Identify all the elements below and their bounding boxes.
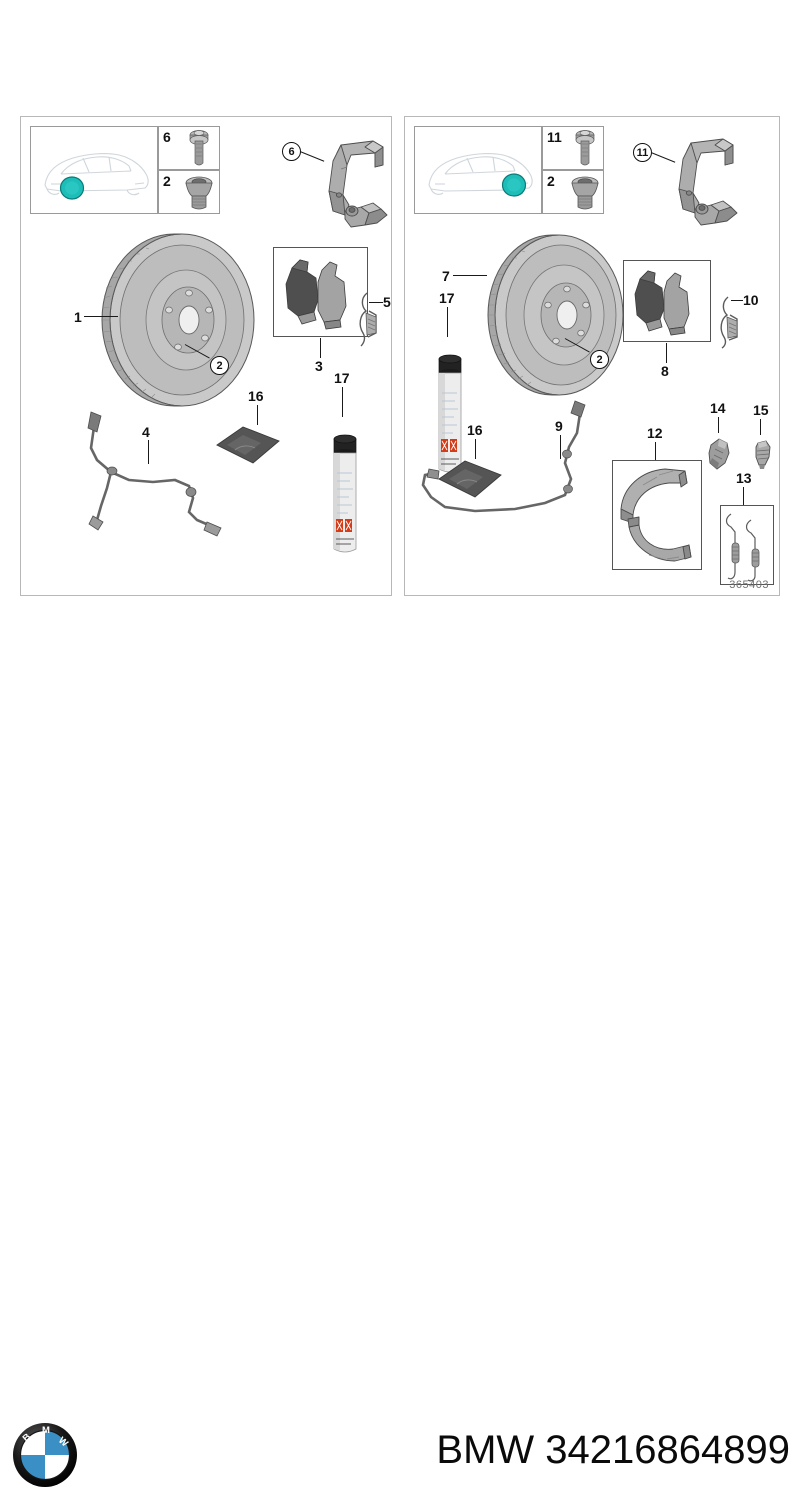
fastener-label-6: 6 — [163, 129, 171, 145]
brake-cleaner-spray-can-front — [333, 434, 357, 553]
leader-line-8 — [666, 343, 667, 363]
brake-caliper-carrier-front — [328, 140, 388, 228]
callout-label-16-rear: 16 — [467, 422, 483, 438]
vehicle-silhouette-front — [30, 126, 158, 214]
brake-cleaner-spray-can-rear — [438, 354, 462, 473]
callout-label-17-front: 17 — [334, 370, 350, 386]
callout-label-15: 15 — [753, 402, 769, 418]
panel-front-axle: 6 2 6 — [20, 116, 392, 596]
leader-line-1 — [84, 316, 118, 317]
callout-label-5: 5 — [383, 294, 391, 310]
callout-label-4: 4 — [142, 424, 150, 440]
brake-pad-set-front-box — [273, 247, 368, 337]
vehicle-silhouette-rear — [414, 126, 542, 214]
parking-brake-spring-kit-box — [720, 505, 774, 585]
retaining-spring-clip-front — [359, 292, 377, 347]
fastener-cell-6: 6 — [158, 126, 220, 170]
leader-line-7 — [453, 275, 487, 276]
hex-flange-bolt-icon — [575, 130, 595, 166]
cleaning-cloth-rear — [438, 460, 502, 498]
callout-circle-11: 11 — [633, 143, 652, 162]
brake-pad-set-rear-box — [623, 260, 711, 342]
parking-brake-shoe-set-box — [612, 460, 702, 570]
brake-pad-wear-sensor-rear — [421, 400, 586, 513]
retaining-spring-clip-rear — [720, 296, 738, 349]
callout-label-10: 10 — [743, 292, 759, 308]
leader-line-4 — [148, 440, 149, 464]
parking-brake-expander-lever — [708, 438, 730, 470]
leader-line-16-rear — [475, 439, 476, 459]
callout-label-7: 7 — [442, 268, 450, 284]
leader-line-17-rear — [447, 307, 448, 337]
leader-line-3 — [320, 338, 321, 358]
callout-label-17-rear: 17 — [439, 290, 455, 306]
callout-label-12: 12 — [647, 425, 663, 441]
brake-caliper-carrier-rear — [678, 138, 738, 226]
countersunk-disc-screw-icon — [571, 176, 599, 210]
parking-brake-adjuster-nut — [755, 440, 771, 469]
hex-flange-bolt-icon — [189, 130, 209, 166]
leader-line-14 — [718, 417, 719, 433]
callout-label-13: 13 — [736, 470, 752, 486]
leader-line-5 — [369, 302, 383, 303]
leader-line-10 — [731, 300, 743, 301]
leader-line-17-front — [342, 387, 343, 417]
footer-part-title: BMW 34216864899 — [436, 1428, 790, 1472]
panel-rear-axle: 11 2 11 — [404, 116, 780, 596]
leader-line-12 — [655, 442, 656, 460]
callout-label-8: 8 — [661, 363, 669, 379]
callout-label-16-front: 16 — [248, 388, 264, 404]
footer: B M W BMW 34216864899 — [0, 700, 800, 1487]
parking-brake-shoe-set — [620, 468, 692, 562]
callout-label-1: 1 — [74, 309, 82, 325]
fastener-label-2: 2 — [163, 173, 171, 189]
fastener-cell-11: 11 — [542, 126, 604, 170]
leader-line-13 — [743, 487, 744, 505]
callout-label-14: 14 — [710, 400, 726, 416]
diagram-number: 365403 — [729, 579, 769, 591]
callout-circle-2-rear: 2 — [590, 350, 609, 369]
leader-line-9 — [560, 435, 561, 459]
callout-circle-6: 6 — [282, 142, 301, 161]
callout-circle-2-front: 2 — [210, 356, 229, 375]
callout-label-9: 9 — [555, 418, 563, 434]
fastener-cell-2-rear: 2 — [542, 170, 604, 214]
diagram-canvas: 6 2 6 — [0, 116, 800, 1487]
cleaning-cloth-front — [216, 426, 280, 464]
brake-pad-set-rear — [634, 270, 690, 336]
leader-line-15 — [760, 419, 761, 435]
brake-disc-front-vented — [101, 233, 255, 407]
brake-disc-rear-vented — [487, 234, 624, 396]
fastener-cell-2-front: 2 — [158, 170, 220, 214]
brake-pad-wear-sensor-front — [87, 411, 222, 537]
callout-label-3: 3 — [315, 358, 323, 374]
parking-brake-spring-kit — [725, 513, 760, 582]
countersunk-disc-screw-icon — [185, 176, 213, 210]
fastener-label-11: 11 — [547, 129, 562, 145]
fastener-label-2: 2 — [547, 173, 555, 189]
brake-pad-set-front — [285, 259, 347, 330]
leader-line-16-front — [257, 405, 258, 425]
